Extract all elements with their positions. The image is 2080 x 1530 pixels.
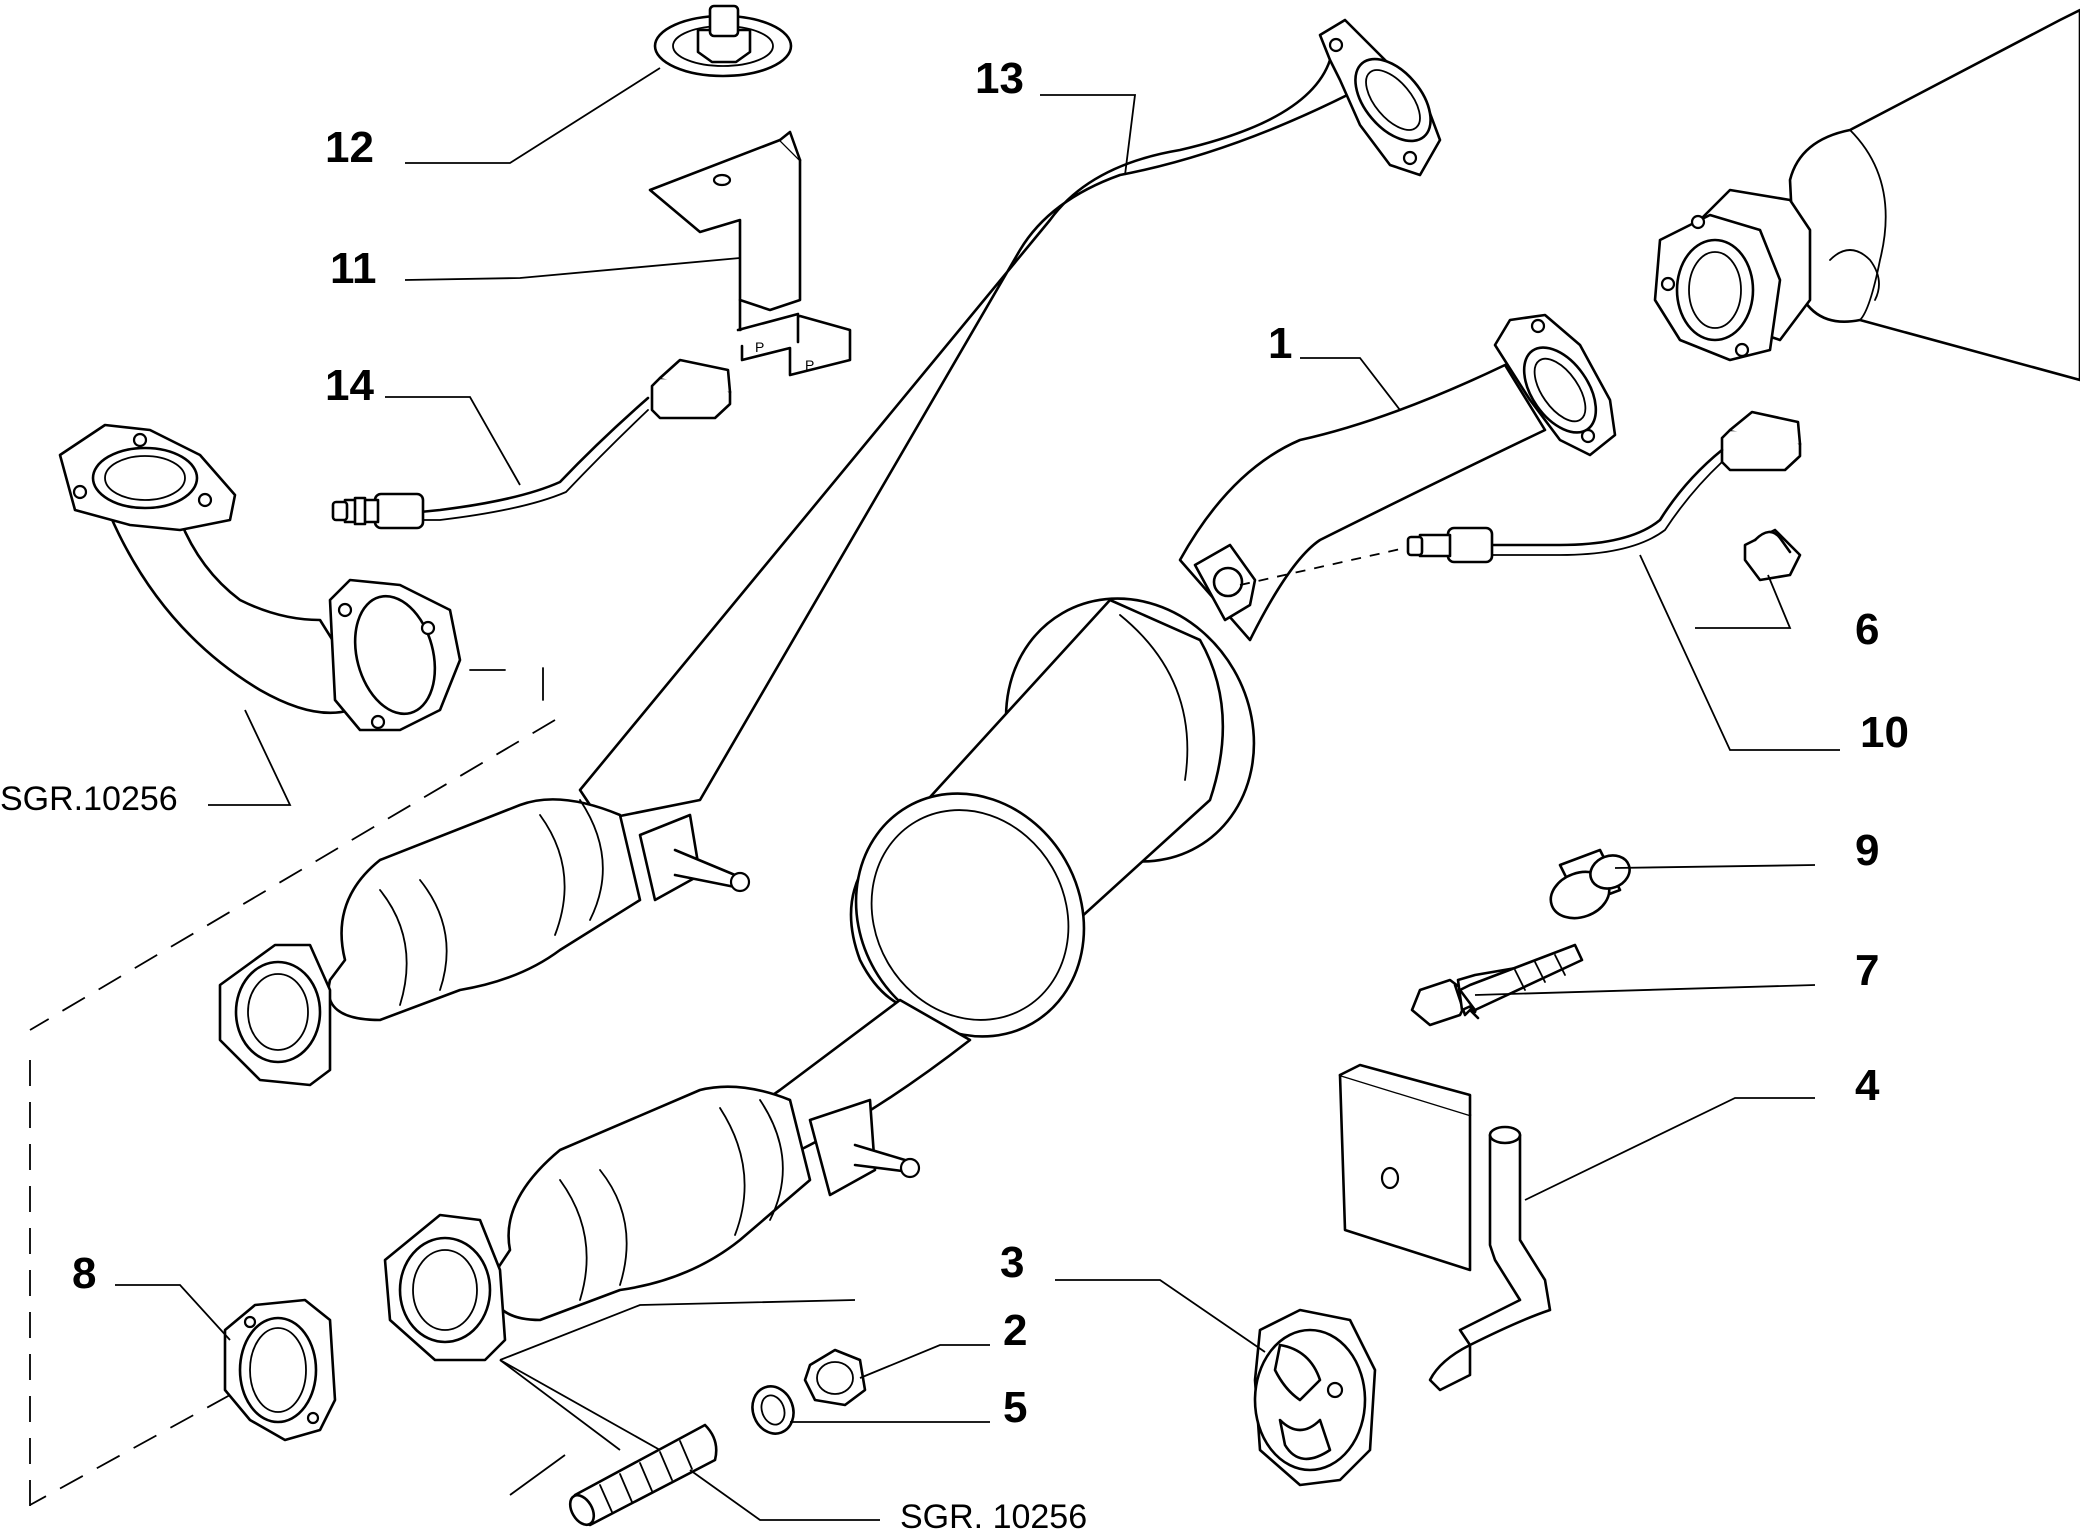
- label-12: 12: [325, 123, 374, 172]
- label-13: 13: [975, 54, 1024, 103]
- label-2: 2: [1003, 1306, 1027, 1355]
- label-5: 5: [1003, 1383, 1027, 1432]
- part-9-plug: [1549, 848, 1631, 920]
- part-7-bolt: [1410, 943, 1584, 1027]
- part-2-nut: [803, 1348, 867, 1407]
- label-1: 1: [1268, 319, 1292, 368]
- part-11-bracket: P P: [648, 130, 852, 377]
- label-11: 11: [330, 244, 377, 293]
- svg-text:P: P: [805, 357, 814, 373]
- label-9: 9: [1855, 826, 1879, 875]
- part-6-clip: [1743, 528, 1802, 582]
- label-6: 6: [1855, 605, 1879, 654]
- part-1-catalyst-pipe: [383, 313, 1617, 1362]
- downpipe-elbow: [58, 423, 544, 732]
- part-12-flange-nut: [653, 4, 793, 78]
- part-labels: 12 11 14 13 1 6 10 9 7 4 3 2 5 8 SGR.102…: [0, 54, 1909, 1530]
- part-10-lambda-sensor: [1239, 410, 1802, 586]
- part-4-hanger: [1338, 1063, 1552, 1392]
- exhaust-stud: [568, 1423, 718, 1527]
- label-3: 3: [1000, 1238, 1024, 1287]
- part-3-rubber-mount: [1253, 1308, 1377, 1487]
- label-8: 8: [72, 1249, 96, 1298]
- label-ref-bottom: SGR. 10256: [900, 1498, 1087, 1530]
- part-8-gasket: [223, 1298, 337, 1442]
- rear-silencer: [1653, 8, 2080, 382]
- label-4: 4: [1855, 1061, 1880, 1110]
- label-7: 7: [1855, 946, 1879, 995]
- label-10: 10: [1860, 708, 1909, 757]
- leader-lines: [115, 67, 1840, 1521]
- label-14: 14: [325, 361, 374, 410]
- part-14-lambda-sensor: [331, 358, 732, 530]
- part-13-front-pipe: [218, 18, 1442, 1087]
- label-ref-left: SGR.10256: [0, 780, 178, 818]
- part-5-washer: [751, 1385, 795, 1435]
- phantom-outline: [29, 719, 556, 1510]
- svg-text:P: P: [755, 339, 764, 355]
